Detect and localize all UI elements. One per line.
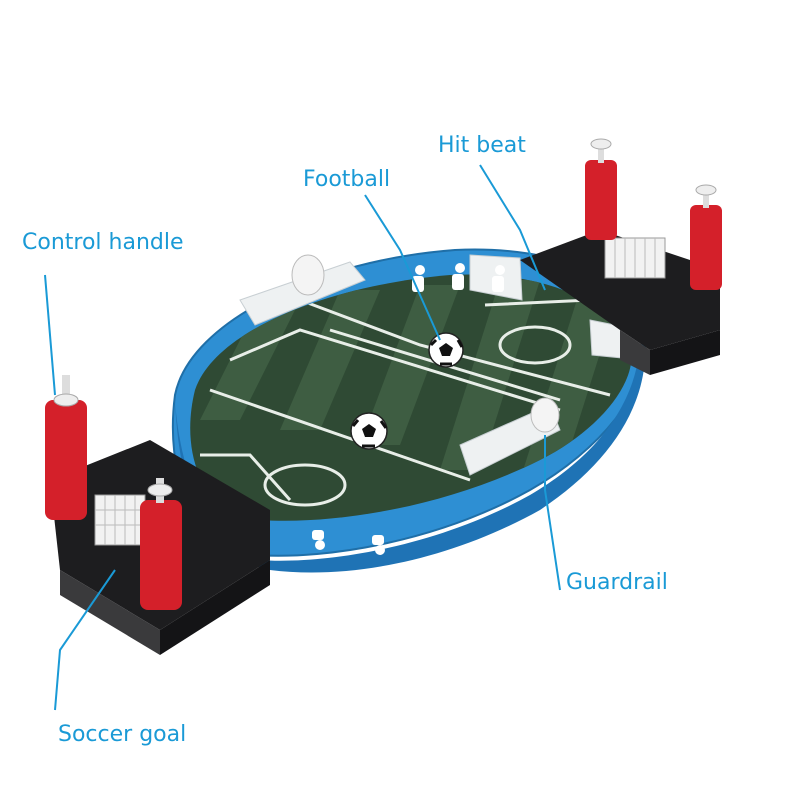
pointer-guardrail: [544, 435, 561, 591]
player-silhouettes: [312, 263, 505, 555]
football-ball-2: [350, 412, 388, 450]
left-goal-net: [94, 494, 146, 546]
pointer-hit-beat: [479, 164, 546, 291]
left-goal-unit: [45, 375, 270, 655]
hit-beat-knob-left: [291, 254, 325, 296]
label-soccer-goal: Soccer goal: [58, 722, 187, 747]
label-football: Football: [303, 167, 391, 192]
left-handle-2: [140, 500, 182, 610]
left-handle-1: [45, 400, 87, 520]
hit-beat-knob-right: [530, 397, 560, 433]
right-handle-1: [585, 160, 617, 240]
right-goal-unit: [520, 138, 722, 375]
football-ball-1: [428, 332, 464, 368]
label-control-handle: Control handle: [22, 230, 184, 255]
pointer-soccer-goal: [54, 569, 116, 711]
pointer-control-handle: [44, 274, 56, 396]
label-hit-beat: Hit beat: [438, 133, 526, 158]
pointer-football: [364, 194, 441, 341]
pointer-lines: [44, 164, 561, 711]
right-handle-2: [690, 205, 722, 290]
label-guardrail: Guardrail: [566, 570, 668, 595]
